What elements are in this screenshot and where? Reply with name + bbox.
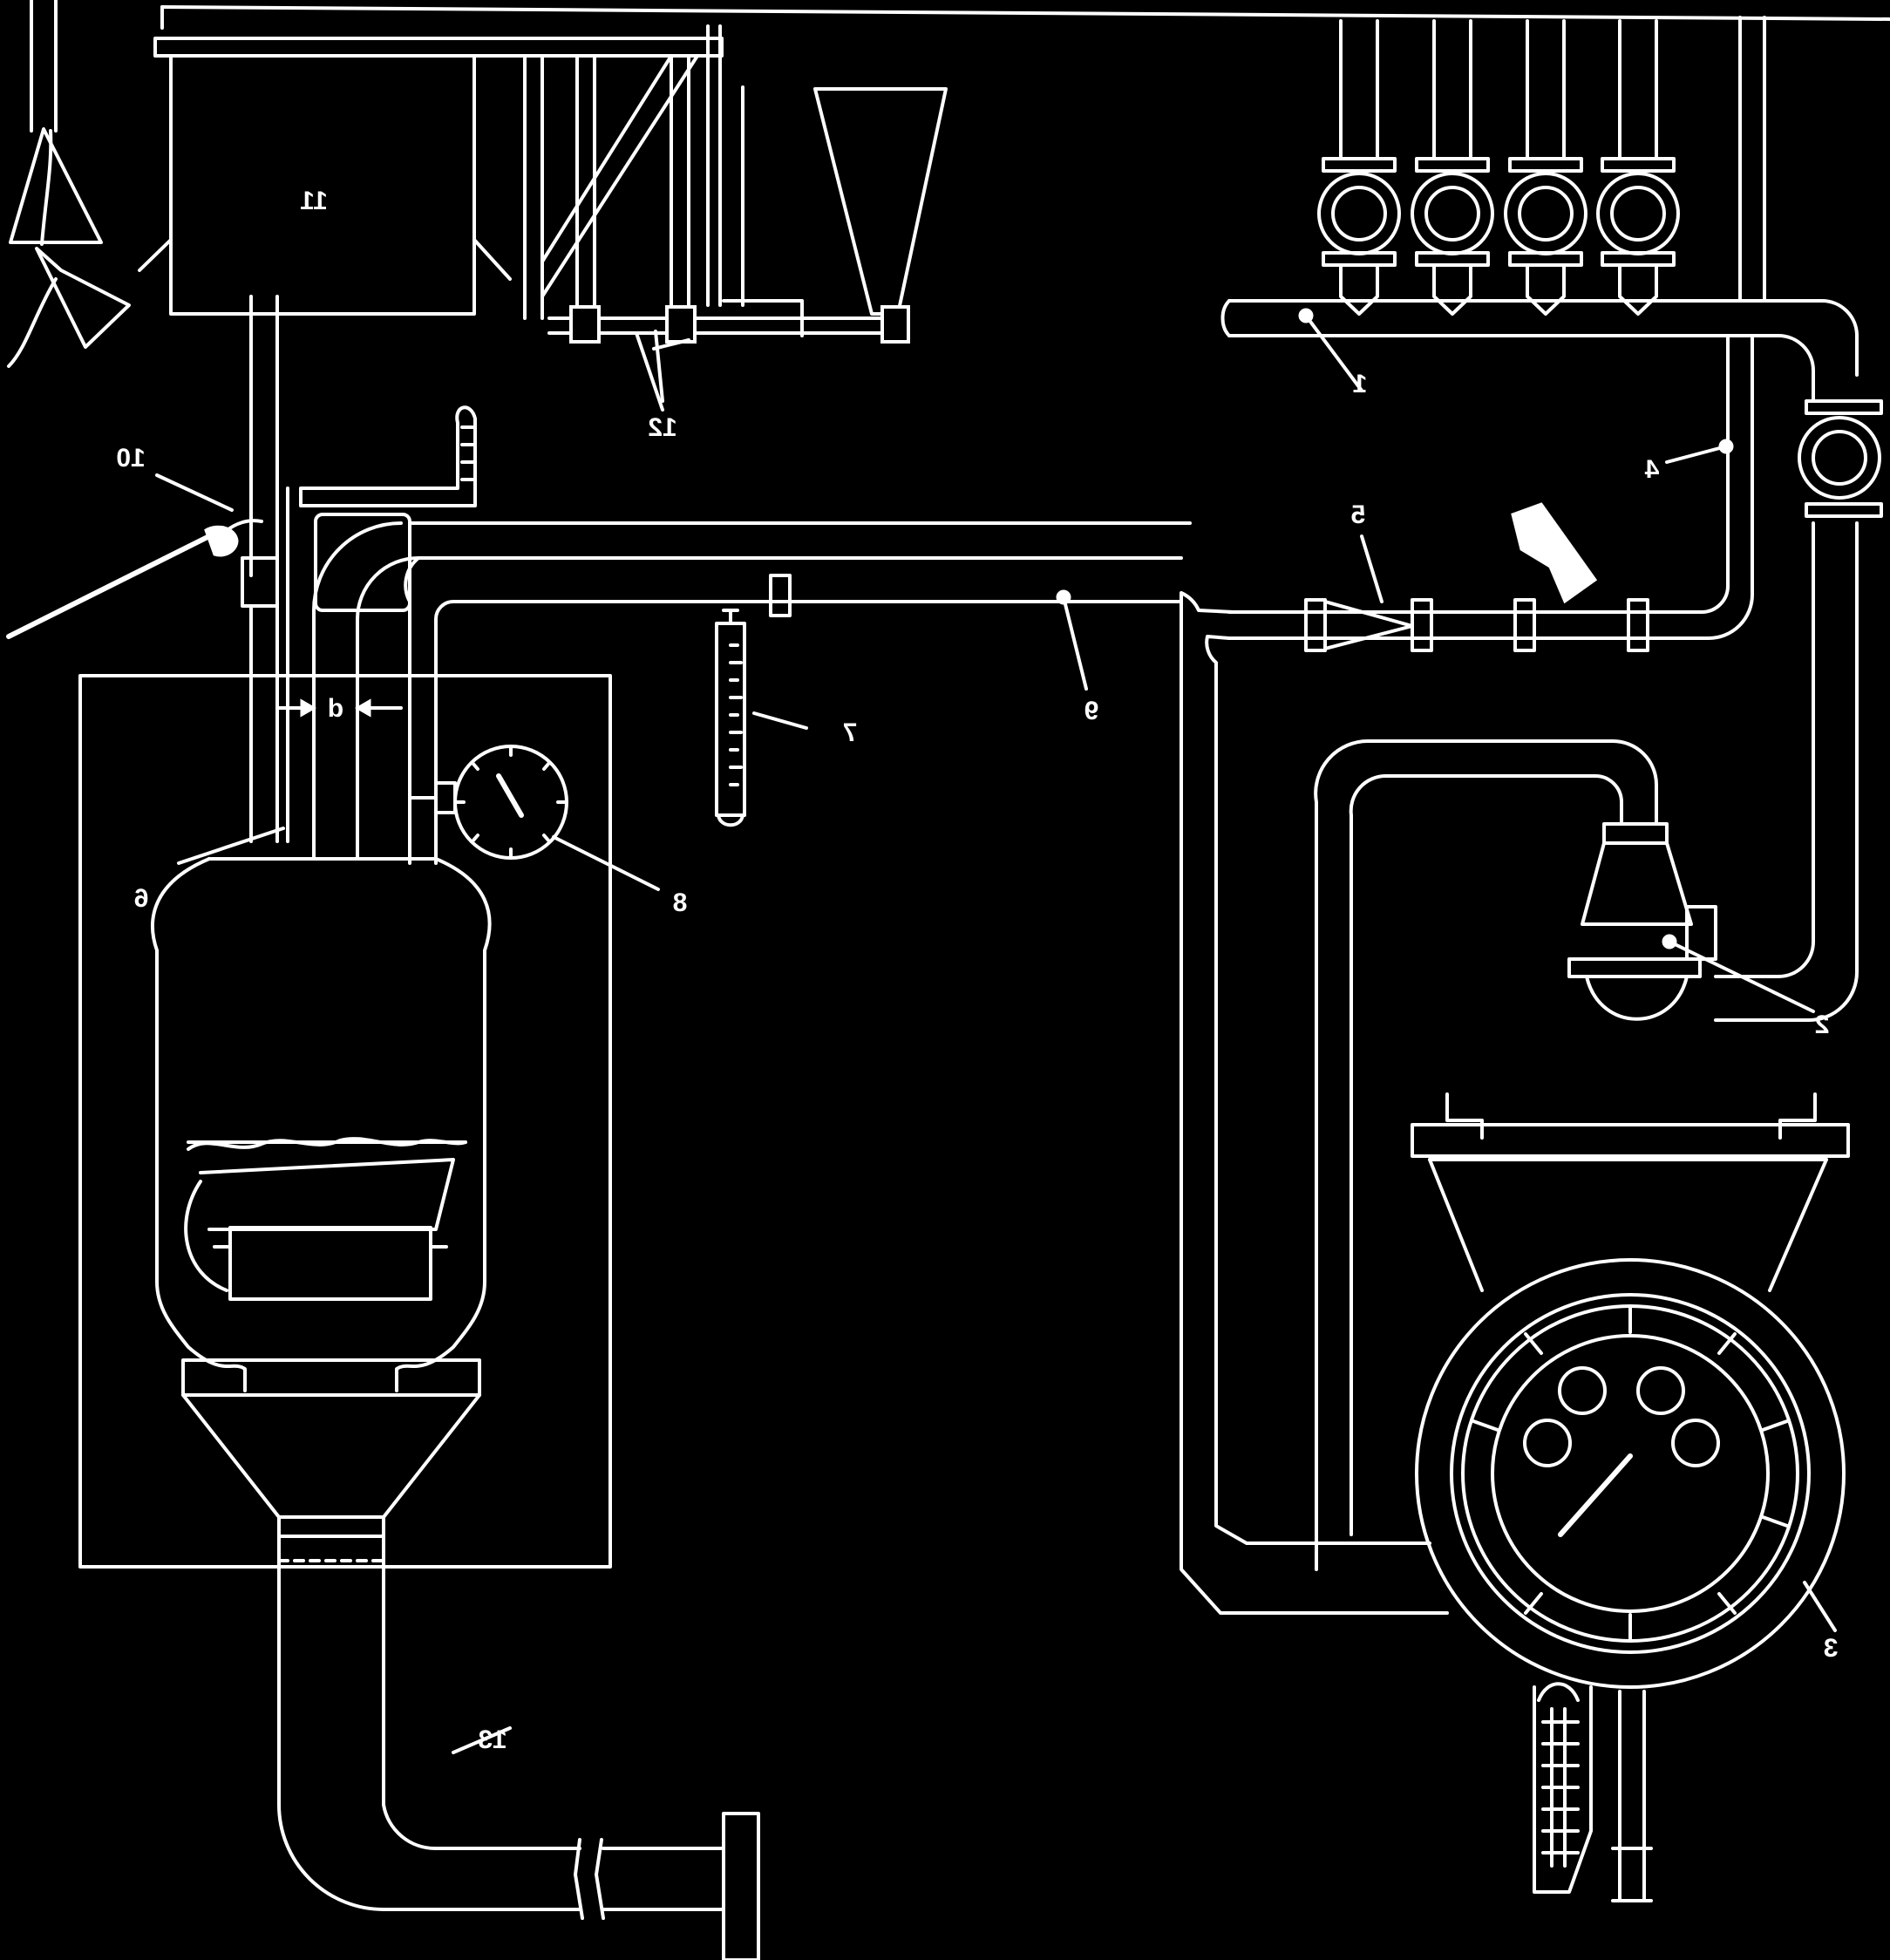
- label-5: 5: [1351, 500, 1366, 529]
- label-9: 9: [1084, 697, 1099, 725]
- callout-labels: 1 2 3 4 5 6 7 8 9 10 11 12 13 d: [116, 187, 1838, 1754]
- label-2: 2: [1815, 1011, 1830, 1039]
- manometer-7: [715, 609, 746, 827]
- drain-pipe-13: [277, 1535, 760, 1960]
- label-3: 3: [1824, 1634, 1839, 1663]
- valve-c: [1504, 19, 1587, 316]
- label-7: 7: [843, 718, 858, 747]
- label-8: 8: [673, 888, 688, 917]
- frame-and-hopper: [523, 24, 948, 412]
- valve-a: [1317, 19, 1401, 316]
- cabinet: [78, 674, 612, 1569]
- valve-b: [1411, 19, 1494, 316]
- label-4: 4: [1644, 455, 1659, 484]
- ceiling-line: [160, 5, 1890, 21]
- gas-meter-3: [1411, 1092, 1850, 1902]
- valve-d: [1596, 19, 1680, 316]
- column-elbow: [286, 405, 477, 861]
- label-12: 12: [648, 413, 676, 442]
- label-13: 13: [478, 1725, 506, 1754]
- header-pipe: [1220, 16, 1859, 1022]
- bypass-pipe-6: [404, 521, 1449, 1615]
- top-left-funnel: [7, 0, 131, 368]
- tank-11: [138, 5, 724, 490]
- dimension-d: [275, 698, 403, 718]
- strainer-2: [1314, 738, 1717, 1571]
- label-11: 11: [300, 187, 328, 215]
- branch-pipe-4: [1236, 334, 1754, 652]
- label-6: 6: [134, 884, 149, 913]
- label-d: d: [328, 694, 343, 723]
- label-1: 1: [1353, 370, 1368, 398]
- leader-lines: [155, 308, 1837, 1754]
- label-10: 10: [116, 444, 145, 473]
- pressure-gauge-8: [408, 745, 568, 860]
- vessel-9: [151, 857, 492, 1538]
- header-valves: [1317, 19, 1883, 518]
- valve-e: [1798, 399, 1883, 518]
- valve-10: [6, 487, 279, 843]
